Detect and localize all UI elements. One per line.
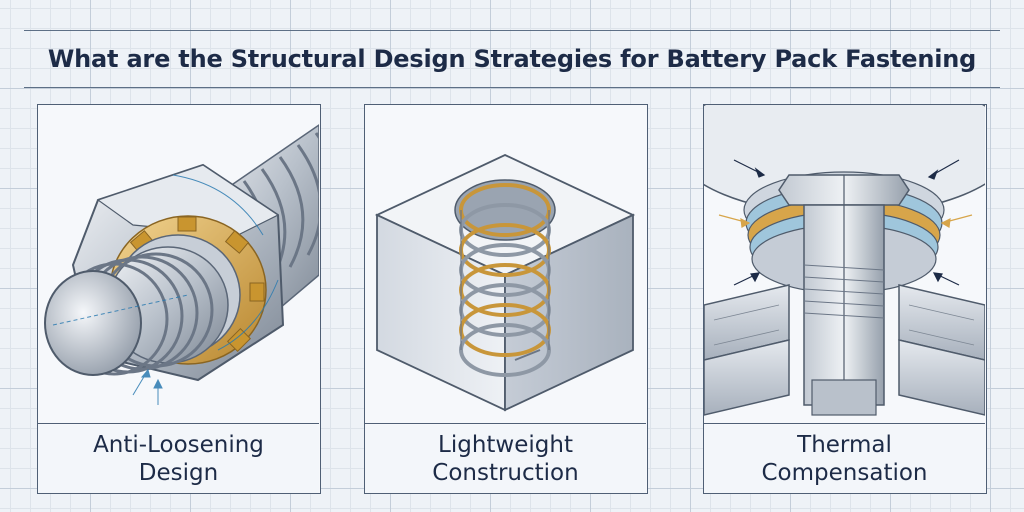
panel-art-lightweight (365, 105, 646, 424)
panel-title-line1: Anti-Loosening (93, 432, 264, 458)
panel-label-lightweight: Lightweight Construction (365, 425, 646, 493)
thread-insert-block-icon (374, 154, 636, 412)
title-bar: What are the Structural Design Strategie… (24, 30, 1000, 88)
panel-title-line2: Construction (432, 460, 579, 486)
panel-label-thermal: Thermal Compensation (704, 425, 985, 493)
panel-lightweight-construction: Lightweight Construction (364, 104, 648, 494)
panel-art-thermal (704, 105, 985, 424)
page-title: What are the Structural Design Strategie… (47, 45, 977, 73)
panel-art-anti-loosening (38, 105, 319, 424)
panel-title-line1: Lightweight (438, 432, 573, 458)
panel-label-anti-loosening: Anti-Loosening Design (38, 425, 319, 493)
bolt-washer-stack-icon (704, 105, 985, 416)
panel-title-line1: Thermal (797, 432, 892, 458)
panel-title-line2: Design (138, 460, 219, 486)
panel-anti-loosening: Anti-Loosening Design (37, 104, 321, 494)
panel-thermal-compensation: Thermal Compensation (703, 104, 987, 494)
nut-bolt-lock-washer-icon (44, 124, 319, 405)
panel-title-line2: Compensation (761, 460, 928, 486)
